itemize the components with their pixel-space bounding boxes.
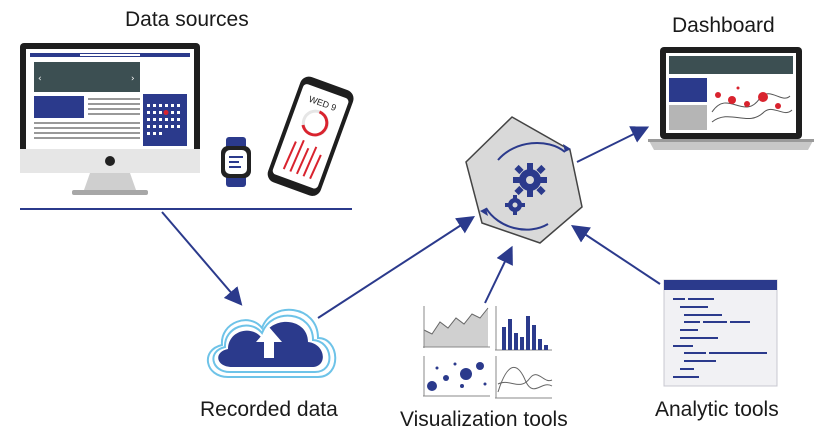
data-sources-label: Data sources xyxy=(125,8,249,31)
arrow-processing-to-dashboard xyxy=(576,126,650,163)
arrow-visualization-to-processing xyxy=(484,245,513,304)
analytic-tools-label: Analytic tools xyxy=(655,398,779,421)
dashboard-label: Dashboard xyxy=(672,14,775,37)
laptop-dashboard-icon xyxy=(648,47,814,150)
visualization-charts-icon xyxy=(423,306,553,399)
area-chart-icon xyxy=(423,306,490,348)
scatter-chart-icon xyxy=(423,356,490,397)
bar-chart-icon xyxy=(495,306,552,351)
arrow-analytic-to-processing xyxy=(570,225,661,285)
svg-text:‹: ‹ xyxy=(38,74,42,84)
desktop-monitor-icon: ‹ › xyxy=(20,43,200,195)
line-chart-icon xyxy=(495,356,553,399)
smartwatch-icon xyxy=(221,137,251,187)
code-window-icon xyxy=(663,279,778,387)
recorded-data-label: Recorded data xyxy=(200,398,338,421)
visualization-tools-label: Visualization tools xyxy=(400,408,568,431)
arrow-sources-to-recorded xyxy=(161,211,243,306)
flow-arrows xyxy=(161,126,661,319)
cloud-upload-icon xyxy=(206,308,337,378)
processing-hexagon xyxy=(465,116,583,244)
gear-small-icon xyxy=(505,195,525,215)
svg-text:›: › xyxy=(131,74,135,84)
gear-icon xyxy=(513,163,547,197)
smartphone-icon: WED 9 xyxy=(267,76,354,196)
arrow-recorded-to-processing xyxy=(317,216,476,319)
